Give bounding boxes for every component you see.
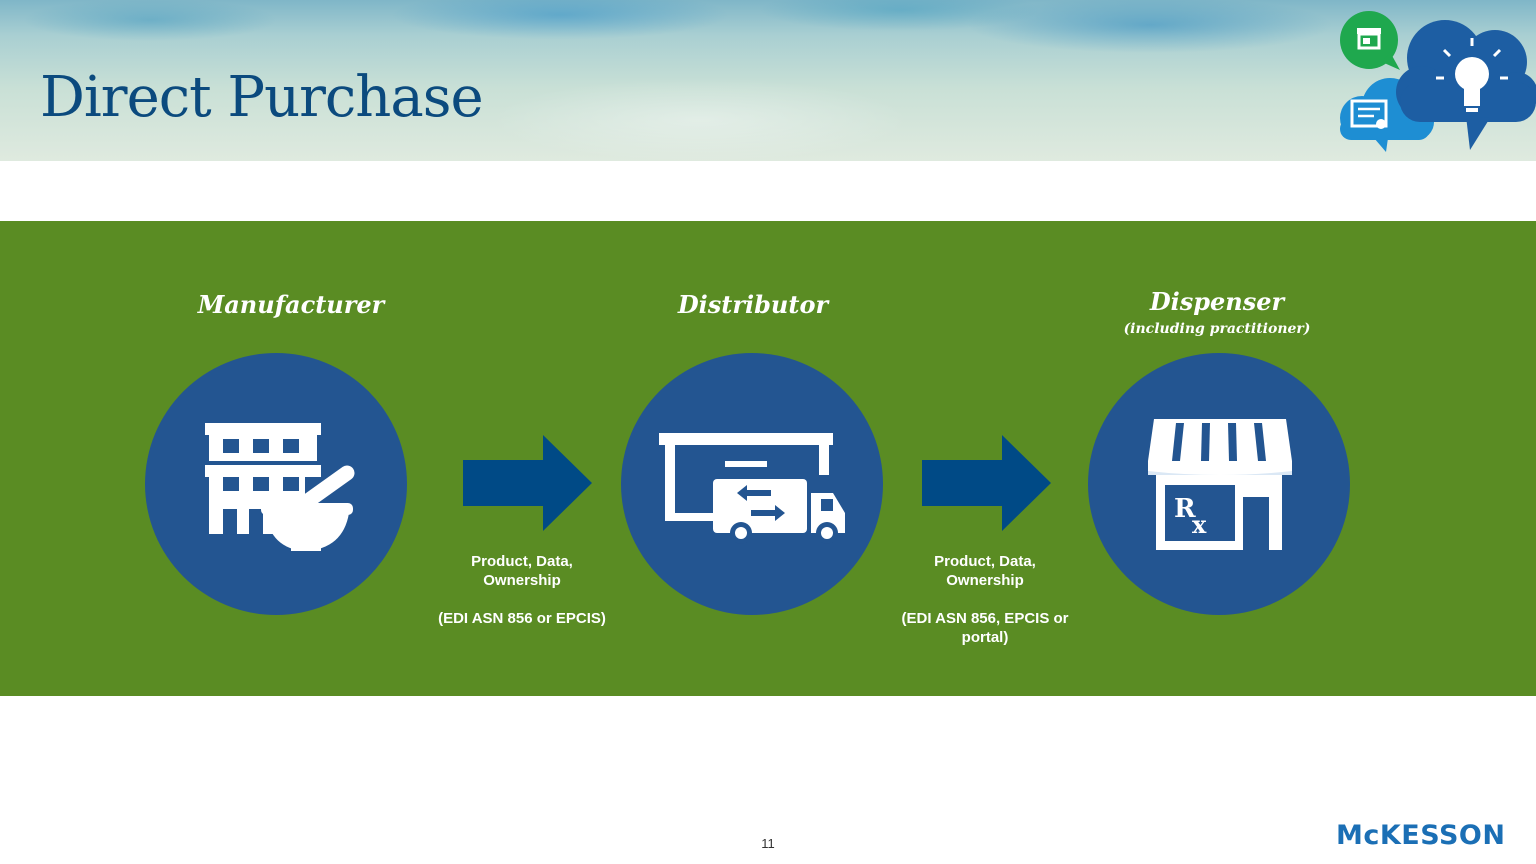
store-bubble-icon (1340, 11, 1400, 70)
warehouse-truck-icon (659, 433, 845, 544)
flow-label-2: Product, Data, Ownership (EDI ASN 856, E… (875, 552, 1095, 647)
flow-1-spacer (412, 590, 632, 609)
stage-label-manufacturer: Manufacturer (197, 290, 385, 319)
flow-2-detail2: portal) (961, 629, 1009, 646)
page-number: 11 (761, 836, 775, 851)
flow-2-line1: Product, Data, (934, 553, 1036, 570)
flow-2-detail1: (EDI ASN 856, EPCIS or (901, 610, 1069, 627)
flow-2-spacer (875, 590, 1095, 609)
page-title: Direct Purchase (40, 65, 484, 130)
watercolor-background (0, 0, 1536, 161)
pharmacy-store-rx-icon: R x (1148, 419, 1292, 550)
factory-mortar-pestle-icon (205, 423, 355, 551)
cloud-ideas-icon (1340, 11, 1536, 152)
dispenser-node: R x (1088, 353, 1350, 615)
flow-1-line2: Ownership (483, 572, 561, 589)
stage-label-distributor: Distributor (677, 290, 829, 319)
flow-arrow-1 (463, 435, 592, 531)
rx-letter-r: R (1174, 494, 1196, 524)
header-banner: Direct Purchase (0, 0, 1536, 161)
stage-sublabel-dispenser: (including practitioner) (1123, 321, 1311, 337)
flow-2-line2: Ownership (946, 572, 1024, 589)
flow-label-1: Product, Data, Ownership (EDI ASN 856 or… (412, 552, 632, 628)
distributor-node (621, 353, 883, 615)
flow-1-line1: Product, Data, (471, 553, 573, 570)
rx-letter-x: x (1192, 510, 1207, 539)
stage-label-dispenser: Dispenser (1149, 287, 1285, 316)
flow-1-detail1: (EDI ASN 856 or EPCIS) (438, 610, 606, 627)
lightbulb-cloud-icon (1396, 20, 1536, 150)
manufacturer-node (145, 353, 407, 615)
flow-arrow-2 (922, 435, 1051, 531)
mckesson-logo: McKESSON (1336, 820, 1506, 851)
